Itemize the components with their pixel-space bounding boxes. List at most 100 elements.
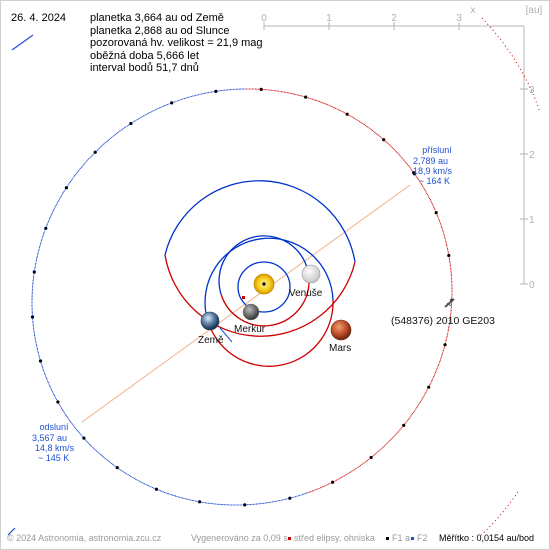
orbit-dot xyxy=(273,501,275,503)
orbit-dot xyxy=(106,140,108,142)
orbit-dot xyxy=(299,95,301,97)
orbit-dot xyxy=(164,105,166,107)
orbit-dot xyxy=(38,248,40,250)
orbit-dot xyxy=(310,98,312,100)
orbit-dot xyxy=(107,139,109,141)
orbit-dot xyxy=(36,347,38,349)
orbit-dot xyxy=(115,466,117,468)
info-period: oběžná doba 5,666 let xyxy=(90,49,199,62)
orbit-dot xyxy=(193,500,195,502)
orbit-dot xyxy=(110,137,112,139)
orbit-dot xyxy=(372,455,374,457)
orbit-dot xyxy=(78,432,80,434)
orbit-dot xyxy=(212,503,214,505)
orbit-dot xyxy=(369,457,371,459)
orbit-dot xyxy=(58,198,61,200)
perihelion-info: přísluní 2,789 au 18,9 km/s ~ 164 K xyxy=(413,145,453,186)
orbit-dot xyxy=(32,284,34,286)
orbit-dot xyxy=(424,188,426,191)
orbit-dot xyxy=(106,459,108,461)
perihelion-distance: 2,789 au xyxy=(413,156,448,166)
orbit-dot xyxy=(451,285,453,287)
orbit-dot xyxy=(337,108,339,111)
orbit-dot xyxy=(346,473,348,475)
orbit-dot xyxy=(126,125,128,127)
orbit-dot xyxy=(372,130,374,132)
orbit-dot xyxy=(183,98,185,100)
orbit-dot xyxy=(33,332,35,334)
orbit-dot xyxy=(433,208,436,210)
orbit-dot xyxy=(154,488,156,490)
orbit-dot xyxy=(33,327,35,330)
orbit-dot xyxy=(440,356,442,359)
orbit-dot xyxy=(264,502,266,504)
orbit-dot xyxy=(246,88,248,90)
orbit-dot xyxy=(402,158,404,160)
orbit-dot xyxy=(140,481,142,483)
orbit-dot xyxy=(59,197,61,199)
orbit-dot xyxy=(365,124,367,127)
orbit-dot xyxy=(31,312,33,314)
orbit-dot xyxy=(361,122,363,124)
orbit-dot xyxy=(32,277,35,279)
orbit-dot xyxy=(176,495,178,498)
orbit-dot xyxy=(55,204,57,207)
y-tick-label: 2 xyxy=(529,150,535,161)
orbit-dot xyxy=(209,502,211,504)
orbit-dot xyxy=(64,189,66,191)
orbit-dot xyxy=(58,403,60,406)
orbit-dot xyxy=(193,95,195,97)
orbit-dot xyxy=(387,143,389,145)
orbit-dot xyxy=(39,357,41,359)
perihelion-temperature: ~ 164 K xyxy=(419,176,450,186)
orbit-dot xyxy=(32,285,34,288)
orbit-dot xyxy=(437,216,439,218)
orbit-dot xyxy=(425,391,427,393)
orbit-dot xyxy=(184,498,186,500)
orbit-point xyxy=(32,270,36,274)
orbit-dot xyxy=(139,117,141,119)
orbit-dot xyxy=(420,182,422,184)
orbit-dot xyxy=(448,259,451,261)
orbit-dot xyxy=(446,337,448,339)
mercury-orbit xyxy=(237,261,291,313)
aphelion-speed: 14,8 km/s xyxy=(35,443,75,453)
orbit-dot xyxy=(404,160,406,162)
orbit-dot xyxy=(450,267,452,269)
orbit-dot xyxy=(386,443,388,445)
orbit-dot xyxy=(52,392,54,394)
orbit-dot xyxy=(451,282,453,284)
orbit-dot xyxy=(277,500,279,502)
orbit-dot xyxy=(407,164,409,166)
orbit-dot xyxy=(443,348,445,350)
orbit-dot xyxy=(69,181,72,183)
orbit-point xyxy=(154,487,158,491)
orbit-dot xyxy=(257,503,259,505)
orbit-dot xyxy=(31,301,33,304)
orbit-dot xyxy=(37,252,39,254)
orbit-dot xyxy=(120,469,122,471)
orbit-dot xyxy=(446,246,448,248)
orbit-dot xyxy=(60,195,62,198)
orbit-dot xyxy=(448,327,450,329)
orbit-dot xyxy=(42,234,44,236)
orbit-dot xyxy=(210,502,212,505)
orbit-dot xyxy=(449,264,451,267)
copyright-link[interactable]: © 2024 Astronomia, astronomia.zcu.cz xyxy=(7,533,162,543)
orbit-dot xyxy=(144,114,146,116)
orbit-dot xyxy=(405,161,407,163)
orbit-dot xyxy=(451,296,453,298)
orbit-dot xyxy=(150,111,152,113)
orbit-dot xyxy=(187,498,189,501)
orbit-dot xyxy=(124,127,126,129)
aphelion-info: odsluní 3,567 au 14,8 km/s ~ 145 K xyxy=(32,422,75,463)
orbit-point xyxy=(243,503,247,507)
orbit-dot xyxy=(34,336,36,338)
orbit-dot xyxy=(212,91,214,93)
orbit-dot xyxy=(406,420,408,422)
orbit-dot xyxy=(31,313,33,315)
orbit-dot xyxy=(351,470,353,472)
orbit-dot xyxy=(37,254,39,256)
orbit-dot xyxy=(38,356,40,358)
orbit-dot xyxy=(432,204,434,206)
